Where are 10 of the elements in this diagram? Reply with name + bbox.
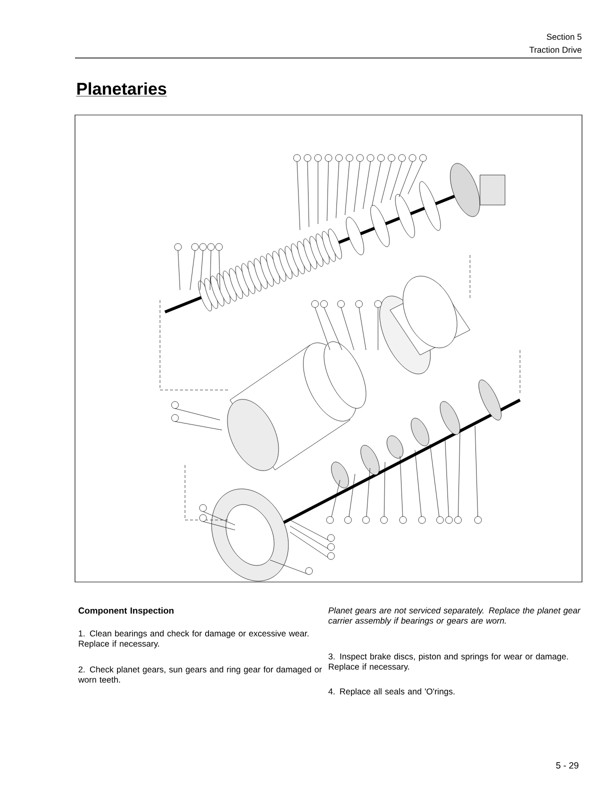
section-number: Section 5 (546, 34, 582, 40)
page-title: Planetaries (76, 82, 168, 96)
list-item: 2. Check planet gears, sun gears and ring gear for damaged or worn teeth. (78, 666, 322, 683)
section-name: Traction Drive (529, 46, 582, 53)
list-item: 1. Clean bearings and check for damage or excessive wear. Replace if necessary. (78, 630, 308, 648)
subheading: Component Inspection (78, 607, 174, 616)
page-number: 5 - 29 (556, 762, 578, 769)
note: Planet gears are not serviced separately. Replace the planet gear carrier assembly if bearings or gears are worn. (328, 607, 581, 626)
list-item: 4. Replace all seals and 'O'rings. (328, 688, 454, 696)
list-item: 3. Inspect brake discs, piston and springs for wear or damage. Replace if necessary. (328, 653, 568, 672)
